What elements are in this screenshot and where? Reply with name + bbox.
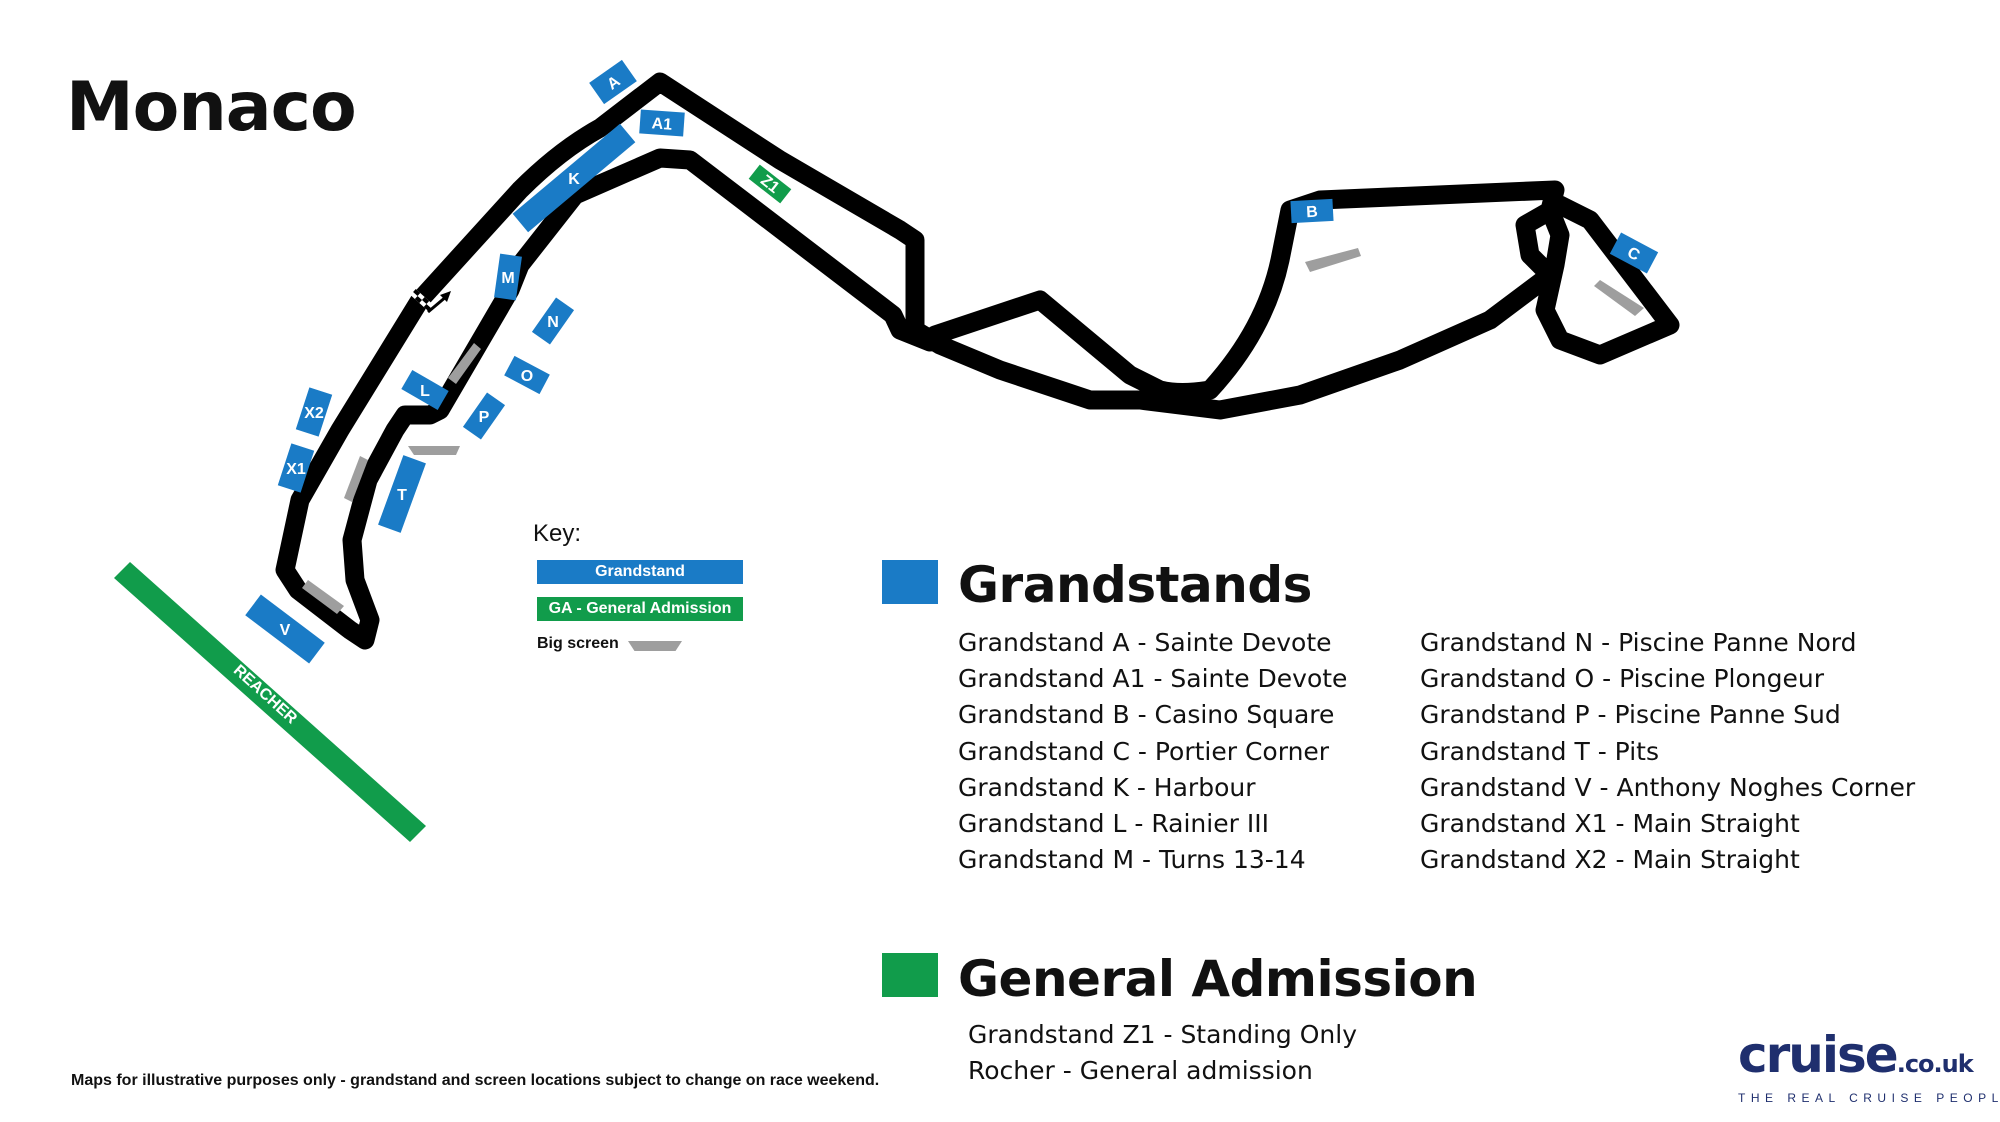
svg-text:P: P [479,409,490,426]
logo-suffix: .co.uk [1896,1050,1974,1078]
list-item: Grandstand K - Harbour [958,772,1256,802]
list-item: Grandstand V - Anthony Noghes Corner [1420,772,1916,802]
list-item: Grandstand P - Piscine Panne Sud [1420,700,1841,730]
disclaimer-text: Maps for illustrative purposes only - gr… [71,1072,880,1089]
grandstand-x2[interactable]: X2 [295,387,333,437]
svg-text:T: T [397,487,407,504]
svg-text:L: L [420,383,430,400]
grandstand-n[interactable]: N [531,297,575,345]
grandstand-t[interactable]: T [378,455,426,533]
svg-text:X1: X1 [286,461,306,478]
rocher-label: REACHER [230,662,301,728]
grandstand-l[interactable]: L [401,369,449,411]
list-item: Grandstand Z1 - Standing Only [968,1020,1358,1049]
grandstand-list-right: Grandstand N - Piscine Panne Nord Grands… [1420,625,1915,878]
grandstand-a[interactable]: A [589,59,637,105]
svg-text:K: K [568,171,580,188]
start-finish-line [410,288,434,312]
list-item: Grandstand L - Rainier III [958,809,1269,839]
big-screen [302,580,344,614]
general-admission-heading: General Admission [958,950,1478,1008]
grandstand-v[interactable]: V [245,594,325,664]
big-screen [1594,280,1644,316]
list-item: Grandstand A1 - Sainte Devote [958,664,1348,694]
logo-wordmark: cruise.co.uk [1738,1030,2000,1089]
big-screen [408,446,460,455]
general-admission-swatch [882,953,938,997]
direction-arrow-icon [427,291,451,314]
grandstand-a1[interactable]: A1 [639,109,685,137]
key-general-admission: GA - General Admission [537,597,743,621]
grandstand-x1[interactable]: X1 [277,443,315,493]
general-admission-list: Grandstand Z1 - Standing Only Rocher - G… [968,1017,1357,1089]
svg-text:M: M [501,270,514,287]
list-item: Grandstand C - Portier Corner [958,736,1330,766]
grandstand-p[interactable]: P [462,392,506,440]
big-screen-icon [628,641,682,651]
big-screen [448,343,481,384]
key-big-screen-label: Big screen [537,635,619,652]
svg-text:B: B [1306,204,1318,222]
grandstand-b[interactable]: B [1290,198,1334,224]
grandstand-list-left: Grandstand A - Sainte Devote Grandstand … [958,625,1347,878]
grandstand-c[interactable]: C [1609,232,1659,274]
svg-text:O: O [521,368,533,385]
grandstand-swatch [882,560,938,604]
svg-text:V: V [280,622,291,639]
big-screens [302,248,1644,614]
grandstand-k[interactable]: K [512,123,636,233]
logo-tagline: THE REAL CRUISE PEOPLE [1738,1091,2000,1105]
cruise-logo[interactable]: cruise.co.uk THE REAL CRUISE PEOPLE [1738,1030,2000,1105]
list-item: Grandstand B - Casino Square [958,700,1335,730]
page-title: Monaco [66,68,357,147]
logo-main-text: cruise [1738,1026,1899,1084]
svg-text:N: N [547,314,559,331]
grandstand-m[interactable]: M [494,253,522,301]
list-item: Grandstand X1 - Main Straight [1420,809,1800,839]
big-screen [1305,248,1361,272]
grandstand-o[interactable]: O [504,355,550,395]
rocher-area[interactable] [114,562,426,842]
list-item: Grandstand O - Piscine Plongeur [1420,664,1824,694]
list-item: Grandstand T - Pits [1420,736,1659,766]
list-item: Grandstand A - Sainte Devote [958,628,1332,657]
list-item: Grandstand M - Turns 13-14 [958,845,1306,875]
big-screen [344,456,368,502]
key-grandstand: Grandstand [537,560,743,584]
list-item: Rocher - General admission [968,1056,1313,1086]
key-title: Key: [533,520,582,547]
svg-text:X2: X2 [304,405,324,422]
list-item: Grandstand X2 - Main Straight [1420,845,1800,875]
list-item: Grandstand N - Piscine Panne Nord [1420,628,1857,657]
grandstands-heading: Grandstands [958,556,1312,614]
svg-text:A1: A1 [651,115,673,133]
